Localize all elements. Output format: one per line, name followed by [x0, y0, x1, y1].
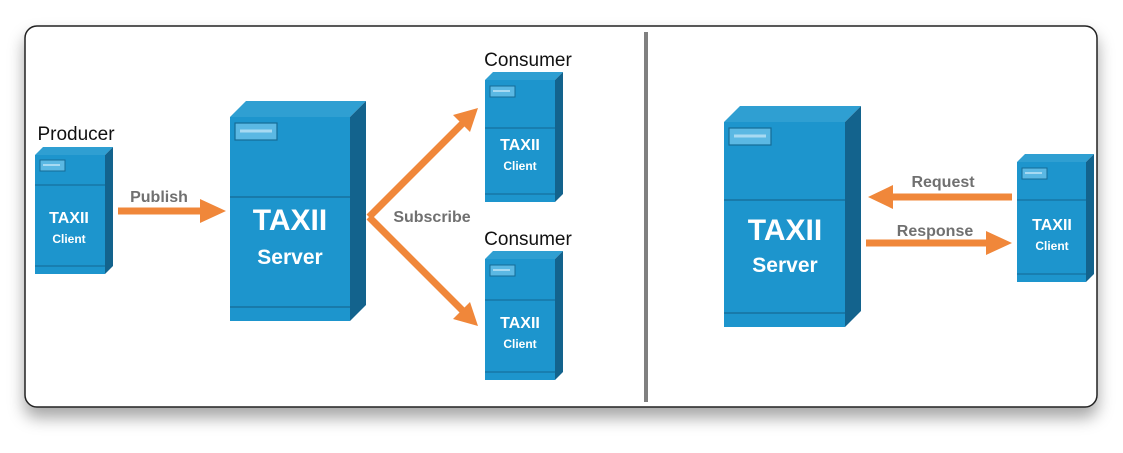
producer-client-front [35, 155, 105, 274]
producer-role-label: Producer [37, 124, 115, 145]
right-taxii-server: TAXII Server [724, 106, 861, 327]
publish-label: Publish [130, 189, 188, 206]
right-client-name: TAXII [1032, 217, 1072, 234]
producer-client-sub: Client [52, 232, 85, 246]
response-arrow [866, 231, 1012, 255]
subscribe-label: Subscribe [393, 209, 470, 226]
consumer-bottom-client: TAXII Client [485, 251, 563, 380]
response-arrow-head [986, 231, 1012, 255]
producer-client: TAXII Client [35, 147, 113, 274]
producer-client-top [35, 147, 113, 155]
response-label: Response [897, 223, 974, 240]
right-client-top [1017, 154, 1094, 162]
consumer-bottom-client-top [485, 251, 563, 259]
consumer-top-client-front [485, 80, 555, 202]
subscribe-arrow-down-head [453, 302, 478, 326]
request-arrow-head [868, 185, 893, 209]
right-client-front [1017, 162, 1086, 282]
request-arrow [868, 185, 1012, 209]
request-label: Request [911, 174, 975, 191]
publish-arrow [118, 199, 226, 223]
left-server-sub: Server [257, 246, 322, 269]
producer-client-side [105, 147, 113, 274]
subscribe-arrow-up-head [453, 108, 478, 132]
consumer-bottom-client-name: TAXII [500, 315, 540, 332]
right-server-top [724, 106, 861, 122]
subscribe-arrows [366, 108, 478, 326]
consumer-bottom-client-side [555, 251, 563, 380]
right-server-name: TAXII [748, 214, 822, 247]
consumer-top-client-top [485, 72, 563, 80]
publish-arrow-head [200, 199, 226, 223]
consumer-bottom-client-front [485, 259, 555, 380]
left-server-top [230, 101, 366, 117]
consumer-top-client-sub: Client [503, 159, 536, 173]
left-server-front [230, 117, 350, 321]
consumer-top-client-name: TAXII [500, 137, 540, 154]
subscribe-arrow-down-shaft [366, 214, 467, 315]
consumer-top-client: TAXII Client [485, 72, 563, 202]
right-client: TAXII Client [1017, 154, 1094, 282]
right-client-side [1086, 154, 1094, 282]
consumer-bottom-client-sub: Client [503, 337, 536, 351]
right-server-side [845, 106, 861, 327]
subscribe-arrow-up-shaft [366, 119, 467, 220]
left-server-name: TAXII [253, 204, 327, 237]
right-client-sub: Client [1035, 239, 1068, 253]
left-server-side [350, 101, 366, 321]
right-server-sub: Server [752, 254, 817, 277]
consumer-top-role-label: Consumer [484, 50, 572, 71]
left-taxii-server: TAXII Server [230, 101, 366, 321]
producer-client-name: TAXII [49, 210, 89, 227]
right-server-front [724, 122, 845, 327]
consumer-top-client-side [555, 72, 563, 202]
consumer-bottom-role-label: Consumer [484, 229, 572, 250]
